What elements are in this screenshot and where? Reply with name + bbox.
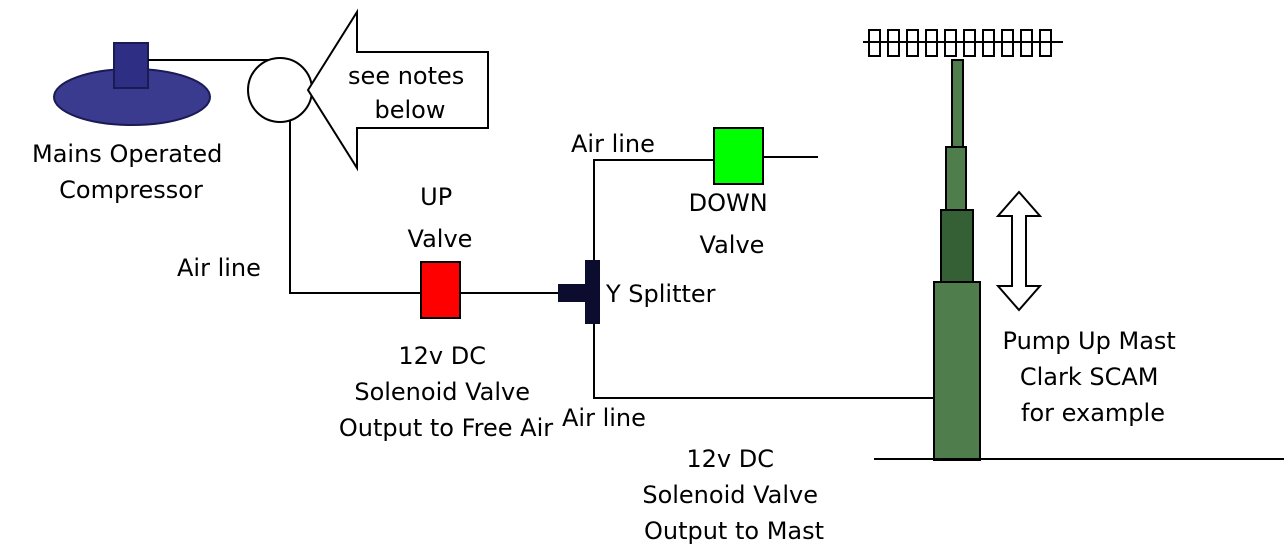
mast <box>933 59 981 461</box>
air-lines <box>148 59 934 399</box>
up-valve-label: UP Valve <box>408 183 473 253</box>
mast-section-3 <box>945 146 967 211</box>
compressor <box>53 42 211 126</box>
mast-label: Pump Up Mast Clark SCAM for example <box>1003 327 1184 427</box>
air-line-left-label: Air line <box>177 254 261 282</box>
mast-section-4 <box>951 59 964 148</box>
compressor-outlet-line <box>148 59 420 294</box>
compressor-label: Mains Operated Compressor <box>32 140 230 204</box>
up-valve <box>420 261 461 319</box>
down-valve-label: DOWN Valve <box>689 189 776 259</box>
solenoid-free-air-label: 12v DC Solenoid Valve Output to Free Air <box>339 342 553 442</box>
notes-callout-label: see notes below <box>348 62 472 124</box>
air-line-bottom-label: Air line <box>562 404 646 432</box>
compressor-head <box>113 42 149 89</box>
solenoid-mast-label: 12v DC Solenoid Valve Output to Mast <box>642 445 825 545</box>
antenna <box>863 29 1063 57</box>
air-line-top-label: Air line <box>571 130 655 158</box>
double-arrow <box>995 190 1043 312</box>
splitter-up-branch-line <box>593 159 714 260</box>
y-splitter-body <box>585 260 600 324</box>
mast-section-1 <box>933 281 981 461</box>
y-splitter-label: Y Splitter <box>605 280 716 308</box>
splitter-down-branch-line <box>593 324 934 399</box>
y-splitter-inlet <box>558 284 586 302</box>
mast-section-2 <box>940 209 974 283</box>
notes-circle <box>247 57 313 123</box>
notes-callout-arrow <box>306 8 489 172</box>
y-splitter <box>558 260 600 324</box>
down-valve <box>713 127 764 185</box>
